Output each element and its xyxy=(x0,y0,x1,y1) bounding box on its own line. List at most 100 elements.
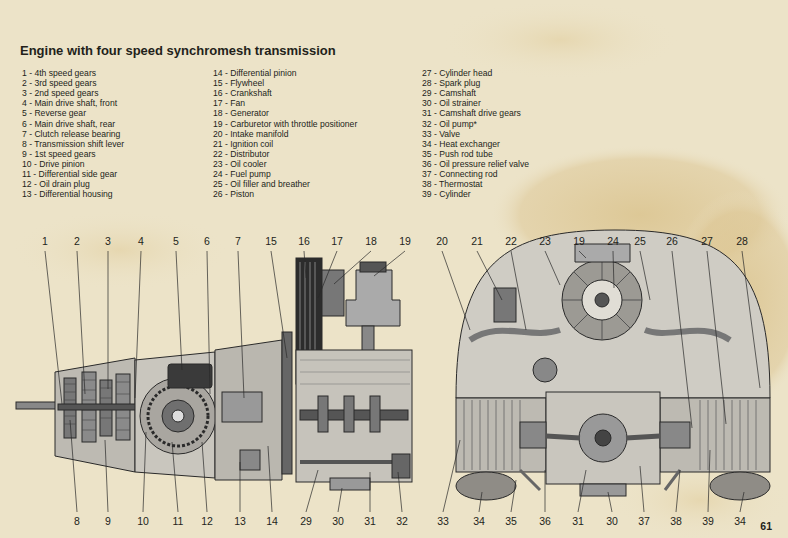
front-view-shape xyxy=(595,293,609,307)
side-view-shape xyxy=(360,262,386,272)
callout-number: 38 xyxy=(670,515,682,527)
front-view xyxy=(456,230,770,500)
front-view-shape xyxy=(562,260,642,340)
page-number: 61 xyxy=(760,520,772,532)
side-view-shape xyxy=(240,450,260,470)
callout-number: 14 xyxy=(266,515,278,527)
part-list-item: 26 - Piston xyxy=(213,189,254,199)
callout-number: 39 xyxy=(702,515,714,527)
part-list-item: 15 - Flywheel xyxy=(213,78,264,88)
part-list-item: 3 - 2nd speed gears xyxy=(22,88,98,98)
callout-number: 12 xyxy=(201,515,213,527)
part-list-item: 13 - Differential housing xyxy=(22,189,113,199)
part-list-item: 25 - Oil filler and breather xyxy=(213,179,310,189)
side-view-shape xyxy=(318,396,328,432)
part-list-item: 35 - Push rod tube xyxy=(422,149,493,159)
front-view-shape xyxy=(456,472,516,500)
front-view-shape xyxy=(533,358,557,382)
callout-number: 30 xyxy=(606,515,618,527)
side-view-shape xyxy=(370,396,380,432)
callout-number: 25 xyxy=(634,235,646,247)
side-view-shape xyxy=(168,364,212,388)
callout-number: 11 xyxy=(173,515,184,527)
side-view xyxy=(16,258,412,490)
side-view-shape xyxy=(282,332,292,474)
callout-number: 7 xyxy=(235,235,241,247)
part-list-item: 29 - Camshaft xyxy=(422,88,476,98)
callout-number: 20 xyxy=(436,235,448,247)
side-view-shape xyxy=(296,350,412,482)
part-list-item: 24 - Fuel pump xyxy=(213,169,271,179)
part-list-item: 27 - Cylinder head xyxy=(422,68,492,78)
part-list-item: 19 - Carburetor with throttle positioner xyxy=(213,119,357,129)
front-view-shape xyxy=(580,484,626,496)
part-list-item: 4 - Main drive shaft, front xyxy=(22,98,117,108)
front-view-shape xyxy=(562,260,642,340)
callout-number: 5 xyxy=(173,235,179,247)
part-list-item: 12 - Oil drain plug xyxy=(22,179,90,189)
callout-number: 15 xyxy=(265,235,277,247)
callout-number: 17 xyxy=(331,235,343,247)
part-list-item: 5 - Reverse gear xyxy=(22,108,86,118)
part-list-item: 10 - Drive pinion xyxy=(22,159,85,169)
part-list-item: 7 - Clutch release bearing xyxy=(22,129,120,139)
front-view-shape xyxy=(520,470,680,490)
callout-number: 19 xyxy=(573,235,585,247)
part-list-item: 11 - Differential side gear xyxy=(22,169,117,179)
paper-stains xyxy=(10,0,788,538)
part-list-item: 39 - Cylinder xyxy=(422,189,471,199)
side-view-shape xyxy=(162,400,194,432)
front-view-shape xyxy=(546,436,660,438)
leader-lines xyxy=(45,251,760,512)
part-list-item: 9 - 1st speed gears xyxy=(22,149,96,159)
callout-number: 28 xyxy=(736,235,748,247)
part-list-item: 37 - Connecting rod xyxy=(422,169,497,179)
callout-number: 21 xyxy=(471,235,483,247)
callout-number: 36 xyxy=(539,515,551,527)
callout-number: 2 xyxy=(74,235,80,247)
callout-number: 32 xyxy=(396,515,408,527)
front-view-shape xyxy=(660,422,690,448)
callout-number: 27 xyxy=(701,235,713,247)
side-view-shape xyxy=(55,358,135,472)
diagram-title: Engine with four speed synchromesh trans… xyxy=(20,43,336,58)
callout-number: 26 xyxy=(666,235,678,247)
front-view-shape xyxy=(464,400,520,470)
side-view-shape xyxy=(300,360,410,384)
part-list-item: 38 - Thermostat xyxy=(422,179,483,189)
callout-number: 16 xyxy=(298,235,310,247)
callout-number: 22 xyxy=(505,235,517,247)
paper-stains-shape xyxy=(10,210,230,290)
side-view-shape xyxy=(222,392,262,422)
part-list-item: 14 - Differential pinion xyxy=(213,68,296,78)
side-view-shape xyxy=(172,410,184,422)
front-view-shape xyxy=(595,430,611,446)
callout-number: 10 xyxy=(137,515,149,527)
side-view-shape xyxy=(346,270,400,326)
callout-number: 4 xyxy=(138,235,144,247)
side-view-shape xyxy=(16,402,60,409)
part-list-item: 20 - Intake manifold xyxy=(213,129,288,139)
callout-number: 3 xyxy=(105,235,111,247)
callout-number: 19 xyxy=(399,235,411,247)
part-list-item: 18 - Generator xyxy=(213,108,269,118)
callout-number: 37 xyxy=(638,515,650,527)
callout-number: 8 xyxy=(74,515,80,527)
side-view-shape xyxy=(148,386,208,446)
part-list-item: 22 - Distributor xyxy=(213,149,269,159)
part-list-item: 2 - 3rd speed gears xyxy=(22,78,97,88)
front-view-shape xyxy=(700,400,756,470)
part-list-item: 17 - Fan xyxy=(213,98,245,108)
callout-number: 30 xyxy=(332,515,344,527)
part-list-item: 36 - Oil pressure relief valve xyxy=(422,159,529,169)
callout-number: 6 xyxy=(204,235,210,247)
front-view-shape xyxy=(494,288,516,322)
part-list-item: 23 - Oil cooler xyxy=(213,159,267,169)
part-list-item: 21 - Ignition coil xyxy=(213,139,273,149)
front-view-shape xyxy=(660,398,770,472)
side-view-shape xyxy=(215,340,282,480)
callout-number: 18 xyxy=(365,235,377,247)
front-view-shape xyxy=(520,422,546,448)
front-view-shape xyxy=(546,392,660,484)
callout-number: 1 xyxy=(42,235,48,247)
